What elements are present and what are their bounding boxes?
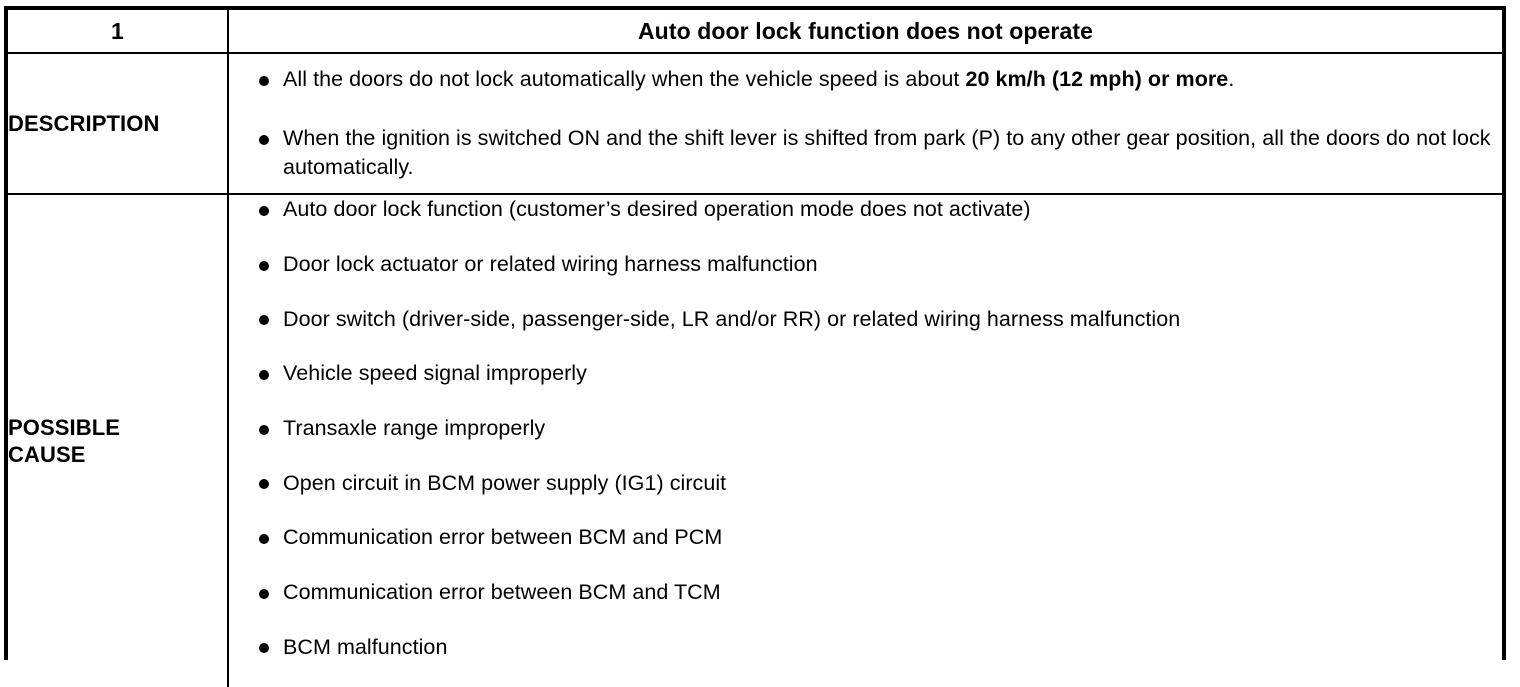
table-header-row: 1 Auto door lock function does not opera… [8, 10, 1502, 54]
dtc-title-cell: Auto door lock function does not operate [227, 10, 1502, 54]
table-grid: 1 Auto door lock function does not opera… [8, 10, 1502, 687]
list-item: Vehicle speed signal improperly [229, 359, 1502, 414]
description-content-cell: All the doors do not lock automatically … [227, 51, 1502, 196]
possible-cause-label: POSSIBLE CAUSE [8, 193, 229, 687]
possible-cause-bullet-list: Auto door lock function (customer’s desi… [229, 195, 1502, 687]
list-item: BCM malfunction [229, 633, 1502, 687]
list-item: Auto door lock function (customer’s desi… [229, 195, 1502, 250]
description-bullet-list: All the doors do not lock automatically … [229, 65, 1502, 181]
list-item: Communication error between BCM and PCM [229, 523, 1502, 578]
diagnostic-trouble-table: 1 Auto door lock function does not opera… [4, 6, 1506, 687]
dtc-number-cell: 1 [8, 10, 229, 54]
list-item: Door lock actuator or related wiring har… [229, 250, 1502, 305]
description-label: DESCRIPTION [8, 51, 229, 196]
list-item: Communication error between BCM and TCM [229, 578, 1502, 633]
document-page: 1 Auto door lock function does not opera… [4, 6, 1506, 687]
list-item: Open circuit in BCM power supply (IG1) c… [229, 469, 1502, 524]
possible-cause-row: POSSIBLE CAUSE Auto door lock function (… [8, 193, 1502, 687]
list-item: When the ignition is switched ON and the… [229, 124, 1502, 181]
list-item: All the doors do not lock automatically … [229, 65, 1502, 93]
list-item: Door switch (driver-side, passenger-side… [229, 305, 1502, 360]
list-item: Transaxle range improperly [229, 414, 1502, 469]
possible-cause-content-cell: Auto door lock function (customer’s desi… [227, 193, 1502, 687]
description-row: DESCRIPTION All the doors do not lock au… [8, 51, 1502, 196]
